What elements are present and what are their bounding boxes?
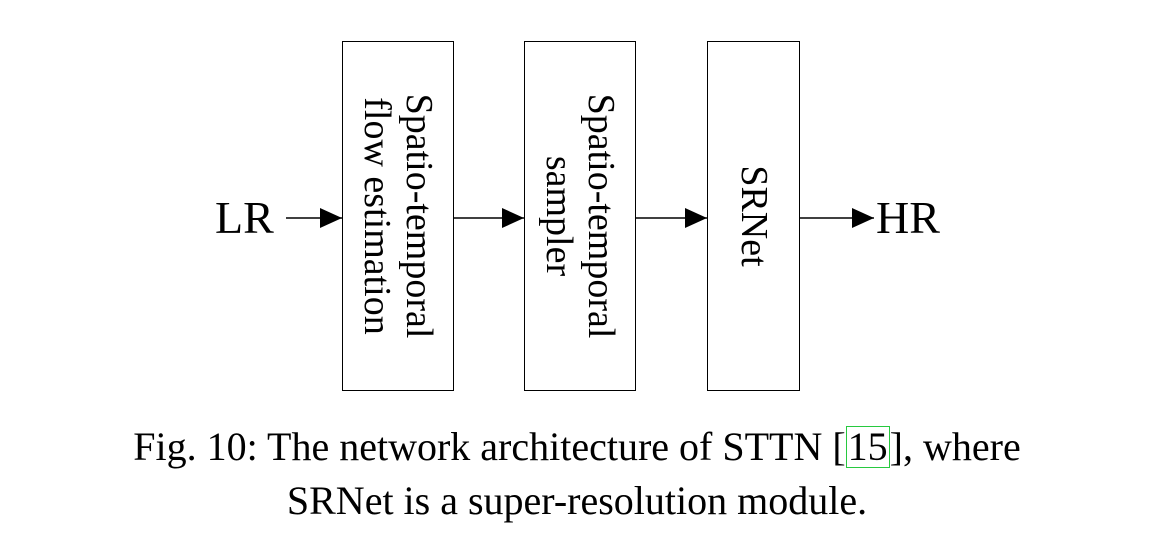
block-spatio-temporal-sampler: Spatio-temporal sampler	[524, 41, 636, 391]
citation-link[interactable]: 15	[845, 424, 890, 469]
block-1-line-2: flow estimation	[356, 97, 398, 335]
arrowhead-flow-estimation-to-sampler	[502, 208, 524, 228]
block-spatio-temporal-flow-estimation: Spatio-temporal flow estimation	[342, 41, 454, 391]
block-2-text: Spatio-temporal sampler	[538, 94, 622, 339]
arrows-layer	[286, 208, 874, 228]
output-label-hr: HR	[876, 192, 940, 243]
caption-prefix: Fig. 10: The network architecture of STT…	[133, 424, 846, 469]
caption-line-1: Fig. 10: The network architecture of STT…	[0, 420, 1154, 474]
arrowhead-lr-to-flow-estimation	[320, 208, 342, 228]
block-3-line-1: SRNet	[732, 165, 775, 267]
block-3-text: SRNet	[733, 165, 775, 266]
block-2-line-1: Spatio-temporal	[580, 93, 622, 339]
figure-caption: Fig. 10: The network architecture of STT…	[0, 420, 1154, 528]
block-1-line-1: Spatio-temporal	[398, 93, 440, 339]
block-2-line-2: sampler	[538, 155, 580, 277]
architecture-diagram: LR Spatio-temporal flow estimation Spati…	[215, 41, 940, 391]
caption-suffix: ], where	[889, 424, 1021, 469]
block-srnet: SRNet	[707, 41, 800, 391]
block-1-text: Spatio-temporal flow estimation	[356, 94, 440, 339]
input-label-lr: LR	[215, 192, 274, 243]
arrowhead-srnet-to-hr	[852, 208, 874, 228]
caption-line-2: SRNet is a super-resolution module.	[286, 478, 868, 523]
arrowhead-sampler-to-srnet	[685, 208, 707, 228]
